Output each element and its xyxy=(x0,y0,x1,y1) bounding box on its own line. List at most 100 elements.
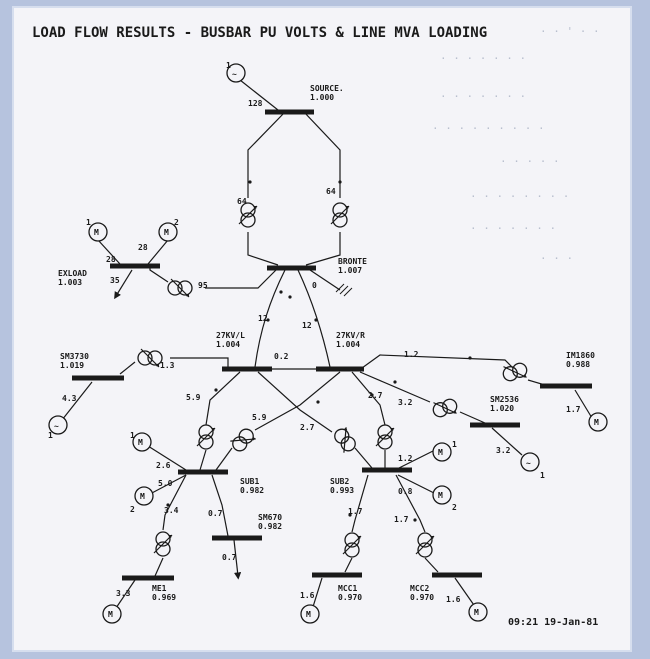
transformer-icon xyxy=(137,348,163,368)
line-flows: 128 64 64 28 28 35 95 0 12 12 0.2 1.2 1.… xyxy=(62,99,581,604)
svg-text:M: M xyxy=(164,228,169,237)
svg-text:M: M xyxy=(594,418,599,427)
flow-value: 0.7 xyxy=(222,553,237,562)
bus-pu-volts: 1.004 xyxy=(336,340,360,349)
transformer-icon xyxy=(196,424,216,450)
machine-index: 1 xyxy=(452,440,457,449)
motor-icon: M xyxy=(132,432,152,452)
flow-value: 3.3 xyxy=(116,589,131,598)
bus-name: BRONTE xyxy=(338,257,367,266)
machine-index: 2 xyxy=(130,505,135,514)
transformer-icon xyxy=(330,202,350,228)
svg-text:M: M xyxy=(140,492,145,501)
bus-name: SM670 xyxy=(258,513,282,522)
flow-value: 2.6 xyxy=(156,461,171,470)
bus-name: SUB1 xyxy=(240,477,259,486)
bus-name: SUB2 xyxy=(330,477,349,486)
transformers xyxy=(137,202,531,558)
svg-text:M: M xyxy=(438,448,443,457)
bus-pu-volts: 0.969 xyxy=(152,593,176,602)
flow-value: 1.7 xyxy=(394,515,409,524)
flow-value: 3.2 xyxy=(398,398,413,407)
bus-pu-volts: 1.004 xyxy=(216,340,240,349)
svg-text:M: M xyxy=(108,610,113,619)
svg-text:M: M xyxy=(94,228,99,237)
transformer-icon xyxy=(167,278,193,298)
timestamp: 09:21 19-Jan-81 xyxy=(508,617,598,628)
bus-pu-volts: 0.982 xyxy=(258,522,282,531)
motor-icon: M xyxy=(102,604,122,624)
motor-icon: M xyxy=(432,442,452,462)
bus-pu-volts: 0.988 xyxy=(566,360,590,369)
motor-icon: M xyxy=(134,486,154,506)
flow-value: 5.9 xyxy=(252,413,267,422)
flow-value: 28 xyxy=(106,255,116,264)
flow-value: 64 xyxy=(237,197,247,206)
machine-index-labels: 1 1 2 1 1 1 2 1 2 xyxy=(48,61,545,514)
flow-value: 2.7 xyxy=(300,423,315,432)
bus-name: MCC1 xyxy=(338,584,357,593)
flow-value: 95 xyxy=(198,281,208,290)
transformer-icon xyxy=(153,531,173,557)
svg-text:· · ·: · · · xyxy=(540,252,573,265)
paper-sheet xyxy=(14,8,630,650)
generator-icon: ~ xyxy=(520,452,540,472)
svg-text:~: ~ xyxy=(232,70,237,79)
flow-value: 5.0 xyxy=(158,479,173,488)
transformer-icon xyxy=(429,394,461,422)
bus-pu-volts: 1.007 xyxy=(338,266,362,275)
svg-text:· · · · · · ·: · · · · · · · xyxy=(440,52,526,65)
svg-text:M: M xyxy=(438,491,443,500)
flow-value: 1.7 xyxy=(566,405,581,414)
flow-value: 3.2 xyxy=(496,446,511,455)
ghost-print: · · ' · · · · · · · · · · · · · · · · · … xyxy=(432,25,600,265)
diagram-title: LOAD FLOW RESULTS - BUSBAR PU VOLTS & LI… xyxy=(32,25,487,41)
flow-value: 35 xyxy=(110,276,120,285)
bus-name: ME1 xyxy=(152,584,167,593)
svg-text:M: M xyxy=(474,608,479,617)
transformer-icon xyxy=(227,424,259,456)
bus-pu-volts: 0.993 xyxy=(330,486,354,495)
bus-pu-volts: 0.970 xyxy=(410,593,434,602)
transformer-icon xyxy=(342,532,362,558)
flow-value: 0.2 xyxy=(274,352,289,361)
svg-text:· · · · · · ·: · · · · · · · xyxy=(470,222,556,235)
generator-icon: ~ xyxy=(226,63,246,83)
machine-index: 2 xyxy=(174,218,179,227)
svg-text:· · · · · · · · ·: · · · · · · · · · xyxy=(432,122,545,135)
svg-text:· · · · ·: · · · · · xyxy=(500,155,560,168)
flow-value: 28 xyxy=(138,243,148,252)
machines: ~ M M ~ M ~ M M M M M M M xyxy=(48,63,608,624)
flow-value: 1.2 xyxy=(398,454,413,463)
machine-index: 2 xyxy=(452,503,457,512)
bus-labels: SOURCE. 1.000 BRONTE 1.007 EXLOAD 1.003 … xyxy=(58,84,595,602)
flow-value: 0.7 xyxy=(208,509,223,518)
svg-text:~: ~ xyxy=(526,459,531,468)
transformer-icon xyxy=(499,358,531,386)
machine-index: 1 xyxy=(226,61,231,70)
transformer-icon xyxy=(329,424,361,456)
motor-icon: M xyxy=(300,604,320,624)
bus-pu-volts: 1.020 xyxy=(490,404,514,413)
transformer-icon xyxy=(238,202,258,228)
motor-icon: M xyxy=(468,602,488,622)
bus-name: SOURCE. xyxy=(310,84,344,93)
svg-text:M: M xyxy=(138,438,143,447)
bus-name: IM1860 xyxy=(566,351,595,360)
busbars xyxy=(72,109,592,581)
flow-value: 0.8 xyxy=(398,487,413,496)
flow-value: 12 xyxy=(258,314,268,323)
bus-pu-volts: 0.982 xyxy=(240,486,264,495)
bus-name: 27KV/L xyxy=(216,331,245,340)
flow-value: 64 xyxy=(326,187,336,196)
bus-pu-volts: 1.000 xyxy=(310,93,334,102)
svg-text:· · · · · · ·: · · · · · · · xyxy=(440,90,526,103)
flow-value: 5.9 xyxy=(186,393,201,402)
flow-value: 1.6 xyxy=(446,595,461,604)
machine-index: 1 xyxy=(48,431,53,440)
transformer-icon xyxy=(375,424,395,450)
flow-value: 128 xyxy=(248,99,263,108)
flow-value: 12 xyxy=(302,321,312,330)
flow-value: 1.2 xyxy=(404,350,419,359)
motor-icon: M xyxy=(158,222,178,242)
